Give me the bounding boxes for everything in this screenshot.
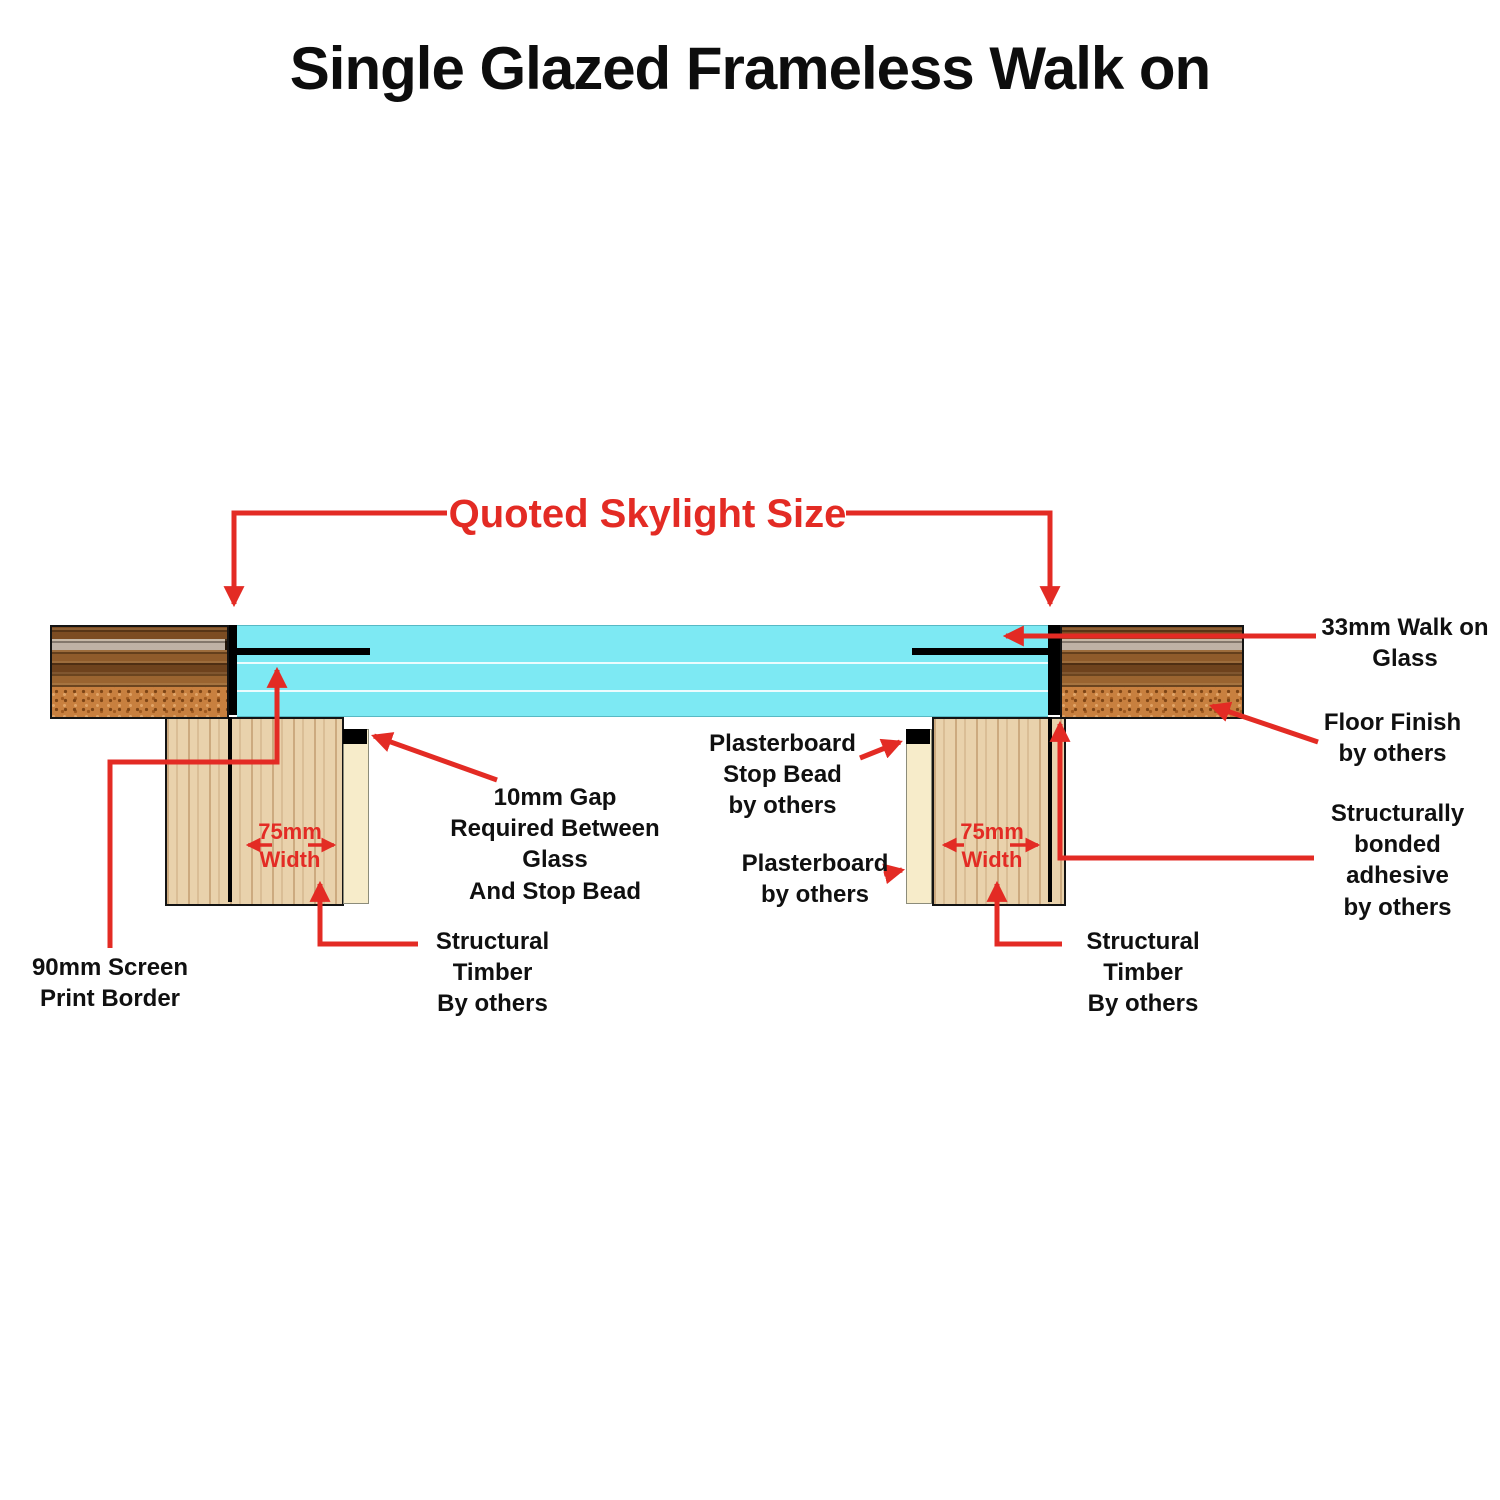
label-line: Plasterboard <box>709 730 856 757</box>
label-line: Glass <box>1372 645 1438 673</box>
label-structural-timber-right: Structural Timber By others <box>1048 926 1238 1020</box>
label-line: By others <box>1087 990 1199 1018</box>
floor-substrate-left <box>50 687 229 719</box>
label-10mm-gap: 10mm Gap Required Between Glass And Stop… <box>420 782 690 907</box>
label-line: And Stop Bead <box>469 877 641 905</box>
label-line: Required Between Glass <box>450 815 660 874</box>
label-walk-on-glass: 33mm Walk on Glass <box>1310 612 1500 674</box>
leader-quoted-size-right <box>846 510 1061 608</box>
screen-print-band-left <box>237 648 370 655</box>
timber-joint-line-left <box>228 717 232 902</box>
label-line: 75mm <box>258 819 322 844</box>
label-screen-print-border: 90mm Screen Print Border <box>30 952 190 1014</box>
stop-bead-left <box>343 729 367 744</box>
glass-edge-seal-right <box>1048 625 1060 715</box>
screen-print-band-right <box>912 648 1048 655</box>
label-line: Print Border <box>39 985 180 1013</box>
floor-finish-right <box>1060 625 1244 689</box>
label-line: Structural Timber <box>1086 928 1200 987</box>
label-75mm-width-right: 75mm Width <box>952 818 1032 873</box>
structural-timber-left <box>165 717 344 906</box>
label-line: By others <box>437 990 548 1018</box>
label-line: 90mm Screen <box>31 954 189 981</box>
label-line: 10mm Gap <box>493 784 617 811</box>
label-quoted-skylight-size: Quoted Skylight Size <box>448 492 847 536</box>
label-line: 75mm <box>960 819 1024 844</box>
label-structural-timber-left: Structural Timber By others <box>400 926 585 1020</box>
label-line: bonded <box>1354 831 1441 859</box>
floor-substrate-right <box>1060 687 1244 719</box>
plasterboard-right <box>906 729 932 904</box>
label-line: Width <box>961 846 1023 872</box>
leader-stop-bead <box>859 738 903 761</box>
label-line: by others <box>1343 893 1452 921</box>
leader-10mm-gap <box>371 732 498 783</box>
label-line: Floor Finish <box>1323 709 1462 736</box>
label-line: 33mm Walk on <box>1321 614 1489 641</box>
label-75mm-width-left: 75mm Width <box>250 818 330 873</box>
label-line: by others <box>760 881 870 909</box>
label-line: Structural Timber <box>435 928 550 987</box>
timber-joint-line-right <box>1048 717 1052 902</box>
floor-finish-left <box>50 625 229 689</box>
label-line: Stop Bead <box>723 761 842 789</box>
glass-panel <box>237 625 1048 717</box>
leader-quoted-size-left <box>223 510 447 608</box>
leader-bonded-adhesive <box>1049 720 1314 861</box>
stop-bead-right <box>906 729 930 744</box>
label-floor-finish: Floor Finish by others <box>1300 707 1485 769</box>
label-plasterboard: Plasterboard by others <box>735 848 895 910</box>
label-line: Structurally <box>1330 800 1465 827</box>
glass-laminate-line-top <box>237 662 1048 664</box>
label-line: Plasterboard <box>741 850 889 877</box>
label-line: Width <box>259 846 321 872</box>
label-line: by others <box>1338 740 1447 768</box>
label-bonded-adhesive: Structurally bonded adhesive by others <box>1300 798 1495 923</box>
page-title: Single Glazed Frameless Walk on <box>289 35 1211 102</box>
label-line: adhesive <box>1346 862 1449 890</box>
structural-timber-right <box>932 717 1066 906</box>
label-plasterboard-stop-bead: Plasterboard Stop Bead by others <box>700 728 865 822</box>
glass-laminate-line-bottom <box>237 690 1048 692</box>
label-line: by others <box>728 792 837 820</box>
plasterboard-left <box>343 729 369 904</box>
